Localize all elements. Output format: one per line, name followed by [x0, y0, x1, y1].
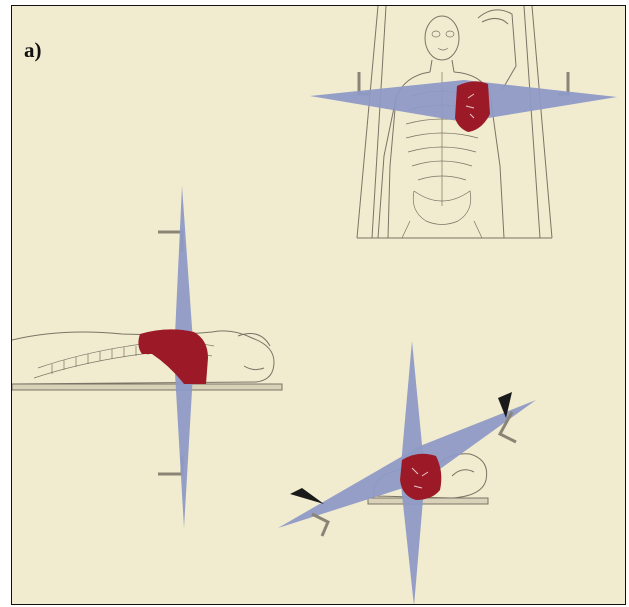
radiotherapy-field-illustration [12, 6, 626, 605]
axial-table [368, 498, 488, 504]
panel-label: a) [24, 38, 42, 63]
axial-target-region [400, 454, 441, 500]
sagittal-table [12, 384, 282, 390]
figure-frame [11, 5, 626, 605]
